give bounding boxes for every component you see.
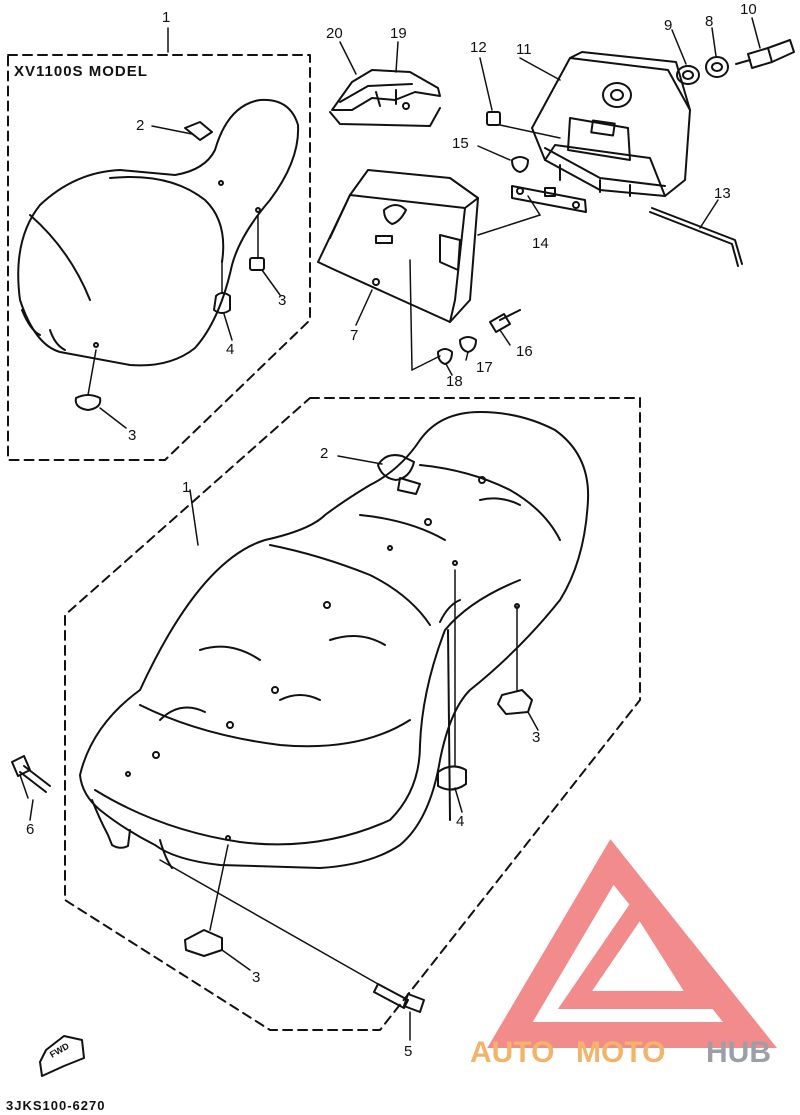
fwd-label: FWD [48,1041,71,1060]
callout-2b: 2 [320,445,328,462]
bracket-14 [511,185,587,213]
callout-9: 9 [664,17,672,34]
callout-13: 13 [714,185,731,202]
callout-19: 19 [390,25,407,42]
main-leaders [19,455,539,1041]
watermark-moto: MOTO [576,1036,665,1069]
small-fasteners [437,111,529,365]
callout-18: 18 [446,373,463,390]
upper-leaders [339,17,761,376]
callout-1b: 1 [182,479,190,496]
tail-cover [317,169,479,323]
callout-6: 6 [26,821,34,838]
callout-11: 11 [516,41,532,58]
callout-3d: 3 [252,969,260,986]
callout-4a: 4 [226,341,234,358]
watermark-hub: HUB [706,1036,771,1069]
callout-3c: 3 [532,729,540,746]
rod-13 [649,207,743,267]
inset-parts [74,257,265,411]
callout-5: 5 [404,1043,412,1060]
xv1100s-model-box [7,54,311,461]
model-label: XV1100S MODEL [14,63,148,80]
inset-leaders [87,27,281,429]
main-seat [79,411,590,869]
callout-20: 20 [326,25,343,42]
callout-14: 14 [532,235,549,252]
callout-8: 8 [705,13,713,30]
callout-12: 12 [470,39,487,56]
inset-seat [17,98,300,367]
callout-10: 10 [740,1,757,18]
callout-16: 16 [516,343,533,360]
callout-17: 17 [476,359,493,376]
tail-box [531,51,691,197]
callout-15: 15 [452,135,469,152]
diagram-code: 3JKS100-6270 [6,1098,105,1113]
main-seat-box [64,397,641,1031]
main-parts [11,689,533,1077]
callout-3a: 3 [278,292,286,309]
watermark-logo [487,839,777,1048]
callout-2a: 2 [136,117,144,134]
callout-1a: 1 [162,9,170,26]
lock-set [676,39,795,85]
callout-3b: 3 [128,427,136,444]
seat-bracket [329,69,441,127]
watermark-auto: AUTO [470,1036,554,1069]
callout-7: 7 [350,327,358,344]
callout-4b: 4 [456,813,464,830]
